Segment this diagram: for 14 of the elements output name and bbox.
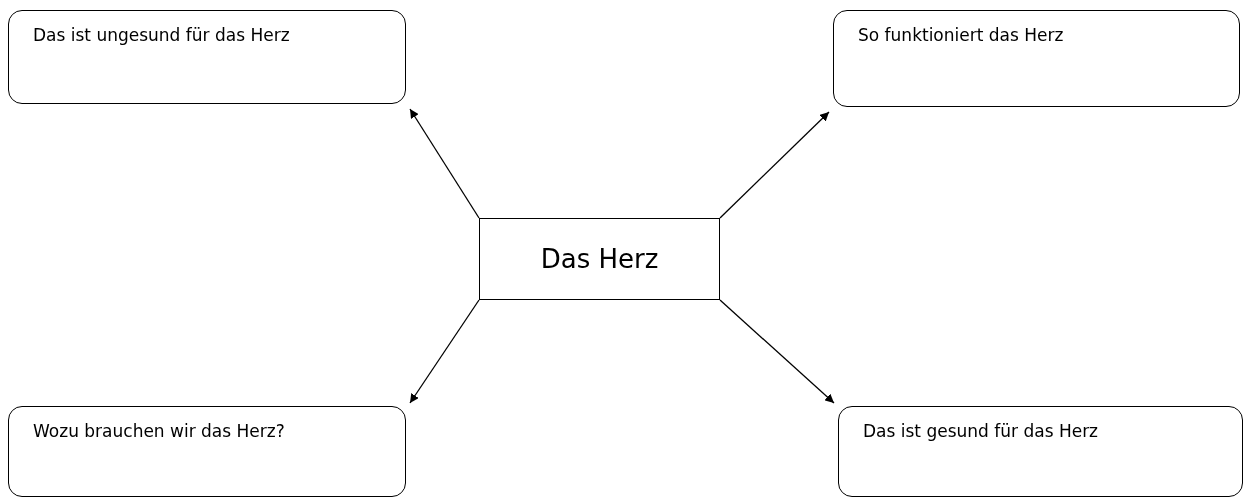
topic-box (479, 218, 720, 300)
category-box (8, 10, 406, 104)
category-box (8, 406, 406, 497)
arrow (719, 111, 830, 219)
arrow (409, 108, 480, 219)
category-label: Das ist ungesund für das Herz (33, 25, 290, 45)
arrow (409, 299, 480, 404)
category-box (838, 406, 1243, 497)
category-label: Wozu brauchen wir das Herz? (33, 421, 285, 441)
category-label: So funktioniert das Herz (858, 25, 1064, 45)
arrow (719, 299, 835, 404)
category-box (833, 10, 1240, 107)
topic-title: Das Herz (539, 243, 660, 274)
category-label: Das ist gesund für das Herz (863, 421, 1099, 441)
